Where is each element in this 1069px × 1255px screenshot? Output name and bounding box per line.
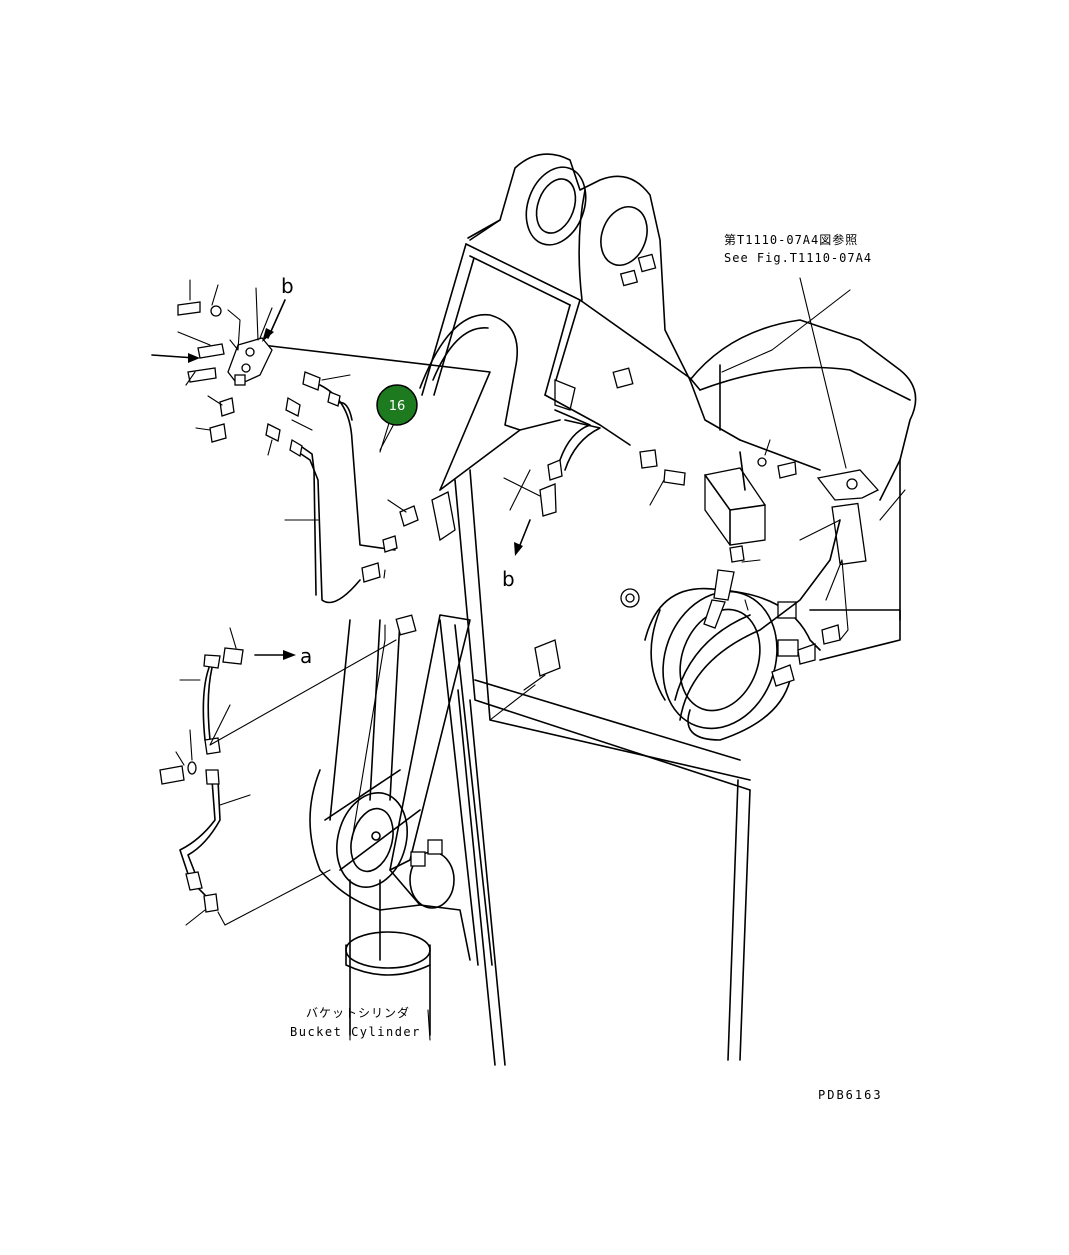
- arrow-label-a: a: [300, 644, 312, 668]
- reference-note-en: See Fig.T1110-07A4: [724, 251, 872, 265]
- cylinder-label-jp: バケットシリンダ: [306, 1005, 410, 1020]
- callout-number[interactable]: 16: [389, 399, 406, 414]
- leader-lines: [151, 277, 906, 1041]
- arrows: [151, 299, 531, 660]
- callout-circle[interactable]: [376, 384, 418, 426]
- sensor-box: [704, 451, 880, 566]
- callout-16[interactable]: 16: [376, 384, 418, 426]
- labels: 第T1110-07A4図参照 See Fig.T1110-07A4 b b a …: [281, 232, 883, 1102]
- arrow-label-b-lower: b: [502, 567, 515, 591]
- drawing-code: PDB6163: [818, 1088, 883, 1102]
- nut-blocks: [395, 253, 799, 867]
- hose-lines: [179, 344, 841, 896]
- arm-structure: [309, 153, 917, 1066]
- arrow-label-b-top: b: [281, 274, 294, 298]
- fittings: [159, 301, 841, 913]
- cylinder-label-en: Bucket Cylinder: [290, 1025, 421, 1039]
- reference-note-jp: 第T1110-07A4図参照: [724, 232, 858, 247]
